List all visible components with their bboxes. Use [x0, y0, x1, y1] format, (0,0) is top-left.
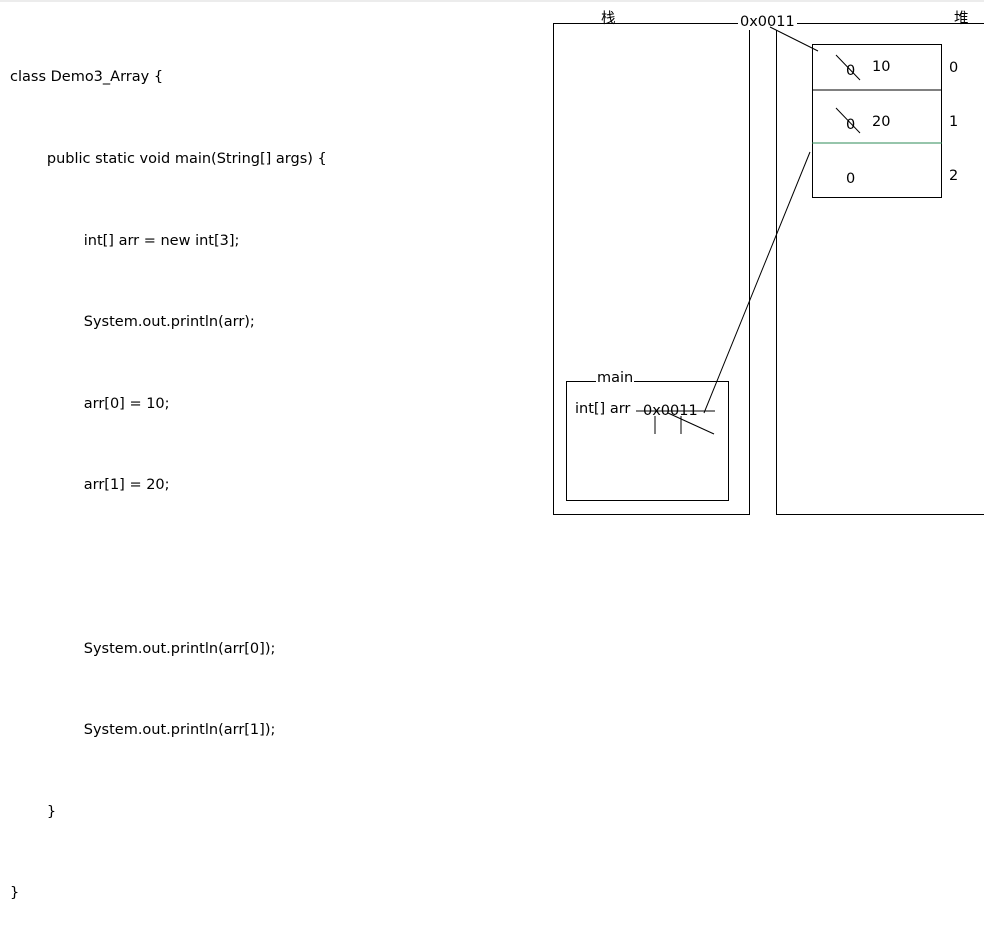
cell-1-old-value: 0 — [846, 117, 856, 133]
address-link-line — [769, 26, 819, 52]
code-line: } — [10, 885, 20, 902]
heap-region — [776, 23, 984, 515]
code-line: class Demo3_Array { — [10, 69, 164, 86]
cell-0-index: 0 — [949, 60, 959, 76]
diagram-lines — [636, 26, 942, 435]
cell-0-new-value: 10 — [872, 59, 891, 75]
stack-region — [553, 23, 750, 515]
main-frame — [566, 381, 729, 501]
code-line: System.out.println(arr[0]); — [10, 640, 276, 657]
main-frame-label: main — [596, 370, 635, 386]
arr-value-slash — [667, 412, 715, 435]
heap-address: 0x0011 — [738, 14, 797, 30]
heap-title: 堆 — [954, 11, 969, 27]
top-border — [0, 0, 984, 2]
reference-arrow-line — [703, 151, 811, 414]
code-line: arr[0] = 10; — [10, 395, 170, 412]
code-line: arr[1] = 20; — [10, 477, 170, 494]
code-line: public static void main(String[] args) { — [10, 151, 327, 167]
cell-0-old-value: 0 — [846, 63, 856, 79]
code-line: int[] arr = new int[3]; — [10, 232, 240, 249]
array-object — [812, 44, 942, 198]
cell-1-strike — [835, 107, 861, 134]
stack-title: 栈 — [601, 11, 616, 27]
code-line: System.out.println(arr); — [10, 314, 255, 331]
arr-variable: int[] arr — [575, 401, 631, 417]
cell-1-new-value: 20 — [872, 114, 891, 130]
cell-0-strike — [835, 54, 861, 81]
code-line — [10, 554, 327, 581]
code-line: } — [10, 803, 57, 820]
cell-2-value: 0 — [846, 171, 856, 187]
cell-1-index: 1 — [949, 114, 959, 130]
code-line: System.out.println(arr[1]); — [10, 722, 276, 739]
cell-2-index: 2 — [949, 168, 959, 184]
